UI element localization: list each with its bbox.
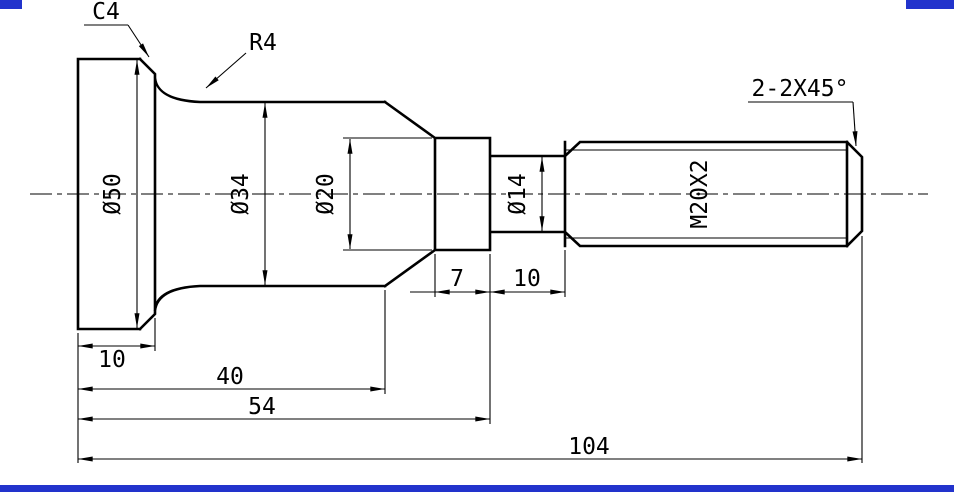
dim-text-10-neck: 10 (513, 266, 541, 292)
label-r4: R4 (249, 30, 277, 56)
dim-collar-width: 7 (410, 266, 490, 295)
window-chrome-bottom (0, 485, 954, 492)
label-end-chamfers: 2-2X45° (752, 76, 849, 102)
label-c4: C4 (92, 0, 120, 25)
leader-end-chamfers (852, 101, 858, 147)
dim-to-taper: 40 (78, 364, 385, 392)
dim-text-thread: M20X2 (687, 159, 713, 228)
dim-text-d34: Ø34 (228, 173, 254, 215)
dim-overall-length: 104 (78, 434, 862, 462)
leader-r4 (205, 52, 247, 89)
leader-c4 (127, 24, 150, 58)
dim-flange-width: 10 (78, 343, 155, 373)
part-outline (76, 57, 864, 331)
extension-lines (77, 137, 863, 463)
dim-diameter-collar: Ø20 (313, 139, 353, 249)
annotation-fillet-r4: R4 (205, 30, 277, 89)
dim-diameter-neck: Ø14 (505, 157, 545, 231)
dim-diameter-body: Ø34 (228, 103, 268, 285)
dim-neck-width: 10 (490, 266, 565, 295)
dim-text-d14: Ø14 (505, 173, 531, 215)
annotation-end-chamfers: 2-2X45° (748, 76, 858, 147)
dim-text-104: 104 (568, 434, 610, 460)
dim-diameter-flange: Ø50 (100, 60, 140, 328)
dim-to-collar-end: 54 (78, 394, 490, 422)
thread-spec-label: M20X2 (687, 159, 713, 228)
dim-text-7: 7 (450, 266, 464, 292)
dim-text-d20: Ø20 (313, 173, 339, 215)
dim-text-10-flange: 10 (98, 347, 126, 373)
window-chrome-top-left (0, 0, 22, 9)
annotation-chamfer-c4: C4 (84, 0, 150, 58)
dim-text-40: 40 (216, 364, 244, 390)
dim-text-54: 54 (248, 394, 276, 420)
window-chrome-top-right (906, 0, 954, 9)
dim-text-d50: Ø50 (100, 173, 126, 215)
thread-minor-diameter-lines (565, 149, 847, 239)
